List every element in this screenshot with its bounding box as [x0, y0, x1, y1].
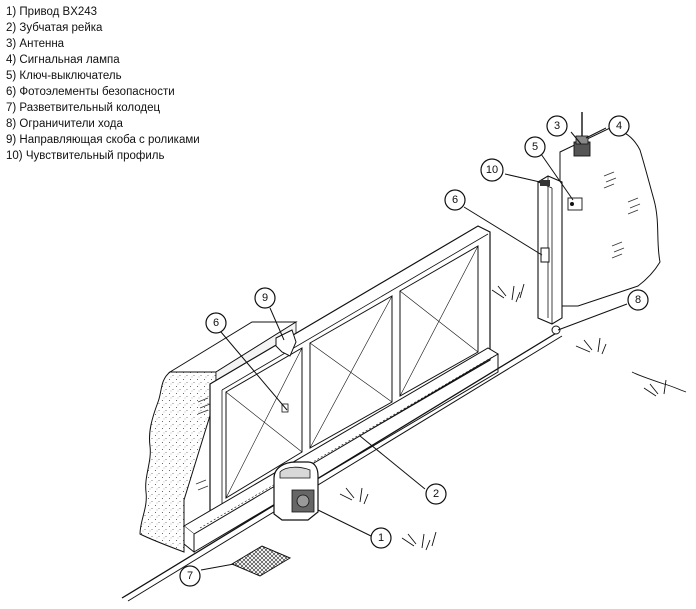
callout-4-label: 4 [616, 120, 622, 132]
photocell-post [540, 247, 550, 263]
gate-leaf [209, 225, 491, 517]
legend-item-8: 8) Ограничители хода [6, 118, 123, 130]
grass-tufts [339, 283, 667, 551]
callout-7: 7 [179, 565, 201, 587]
legend-item-3: 3) Антенна [6, 38, 65, 50]
flashing-lamp [573, 135, 591, 157]
legend-item-6: 6) Фотоэлементы безопасности [6, 86, 175, 98]
callout-1: 1 [370, 527, 392, 549]
legend-item-2: 2) Зубчатая рейка [6, 22, 103, 34]
callout-8: 8 [627, 289, 649, 311]
leader-lines [200, 127, 628, 571]
callout-8-label: 8 [635, 294, 641, 306]
sensitive-profile [540, 180, 550, 186]
callout-6-right: 6 [444, 189, 466, 211]
junction-box [230, 545, 292, 577]
callout-6-right-label: 6 [452, 194, 458, 206]
callout-3: 3 [546, 115, 568, 137]
callout-9: 9 [254, 287, 276, 309]
gate-post [537, 175, 563, 325]
callout-5-label: 5 [532, 141, 538, 153]
legend-item-5: 5) Ключ-выключатель [6, 70, 122, 82]
right-wall [559, 127, 687, 393]
callout-10: 10 [480, 158, 504, 182]
legend-item-9: 9) Направляющая скоба с роликами [6, 134, 200, 146]
callout-10-label: 10 [486, 164, 498, 176]
limit-stop [551, 325, 561, 335]
callout-1-label: 1 [378, 532, 384, 544]
callout-6-left: 6 [205, 312, 227, 334]
guide-bracket [275, 329, 297, 357]
key-selector [567, 197, 583, 211]
legend-list: 1) Привод BX243 2) Зубчатая рейка 3) Ант… [6, 4, 200, 164]
legend-item-7: 7) Разветвительный колодец [6, 102, 161, 114]
callout-9-label: 9 [262, 292, 268, 304]
legend-item-4: 4) Сигнальная лампа [6, 54, 120, 66]
callout-3-label: 3 [554, 120, 560, 132]
callout-2: 2 [425, 483, 447, 505]
legend-item-1: 1) Привод BX243 [6, 6, 98, 18]
callout-7-label: 7 [187, 570, 193, 582]
legend-item-10: 10) Чувствительный профиль [6, 150, 165, 162]
operator-motor [273, 461, 319, 521]
callout-2-label: 2 [433, 488, 439, 500]
callout-4: 4 [608, 115, 630, 137]
callout-6-left-label: 6 [213, 317, 219, 329]
callout-5: 5 [524, 136, 546, 158]
